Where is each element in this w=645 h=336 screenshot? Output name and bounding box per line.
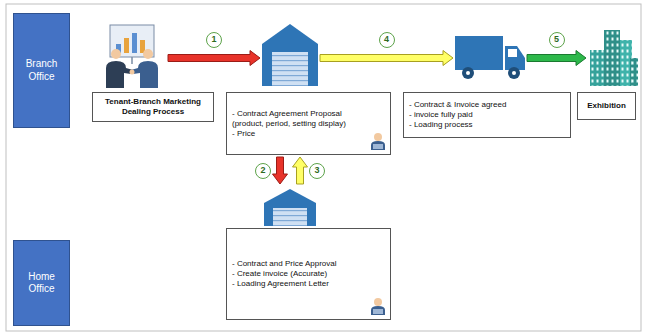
process-box: Exhibition — [577, 92, 636, 120]
flow-arrow — [273, 157, 288, 184]
callout-number: 4 — [379, 32, 395, 48]
lane-label: Home Office — [13, 240, 70, 326]
callout-number: 5 — [549, 32, 565, 48]
flow-arrow — [168, 51, 260, 66]
truck-icon — [455, 36, 525, 79]
warehouse-icon — [264, 189, 316, 226]
box-text: - Contract & Invoice agreed — [409, 100, 565, 110]
box-text: - Contract and Price Approval — [232, 259, 366, 269]
process-step: - Contract & Invoice agreed- invoice ful… — [455, 20, 525, 138]
box-text: - Contract Agreement Proposal (product, … — [232, 109, 366, 129]
box-text: - Create invoice (Accurate) — [232, 269, 366, 279]
process-box: Tenant-Branch Marketing Dealing Process — [92, 92, 214, 122]
box-text: Exhibition — [583, 101, 630, 111]
process-step: Exhibition — [588, 20, 636, 120]
callout-number: 3 — [309, 163, 325, 179]
box-text: - invoice fully paid — [409, 110, 565, 120]
box-text: - Loading process — [409, 120, 565, 130]
process-box: - Contract & Invoice agreed- invoice ful… — [403, 92, 571, 138]
process-box: - Contract Agreement Proposal (product, … — [226, 92, 391, 155]
box-text: - Loading Agreement Letter — [232, 279, 366, 289]
person-icon — [370, 297, 386, 315]
flow-arrow — [293, 157, 308, 184]
lane-label: Branch Office — [13, 13, 70, 128]
callout-number: 1 — [206, 32, 222, 48]
process-step: - Contract and Price Approval- Create in… — [262, 186, 318, 320]
box-text: Tenant-Branch Marketing Dealing Process — [98, 97, 208, 117]
flow-arrow — [527, 51, 586, 66]
process-box: - Contract and Price Approval- Create in… — [226, 228, 391, 320]
process-step: - Contract Agreement Proposal (product, … — [262, 20, 318, 155]
buildings-icon — [590, 30, 638, 86]
warehouse-icon — [262, 24, 318, 86]
frame — [6, 4, 641, 331]
lane-title: Home Office — [18, 271, 65, 296]
process-step: Tenant-Branch Marketing Dealing Process — [96, 20, 166, 122]
callout-number: 2 — [255, 163, 271, 179]
lane-title: Branch Office — [18, 58, 65, 83]
flow-arrow — [320, 51, 453, 66]
handshake-illustration — [106, 25, 158, 88]
box-text: - Price — [232, 129, 366, 139]
person-icon — [370, 132, 386, 150]
